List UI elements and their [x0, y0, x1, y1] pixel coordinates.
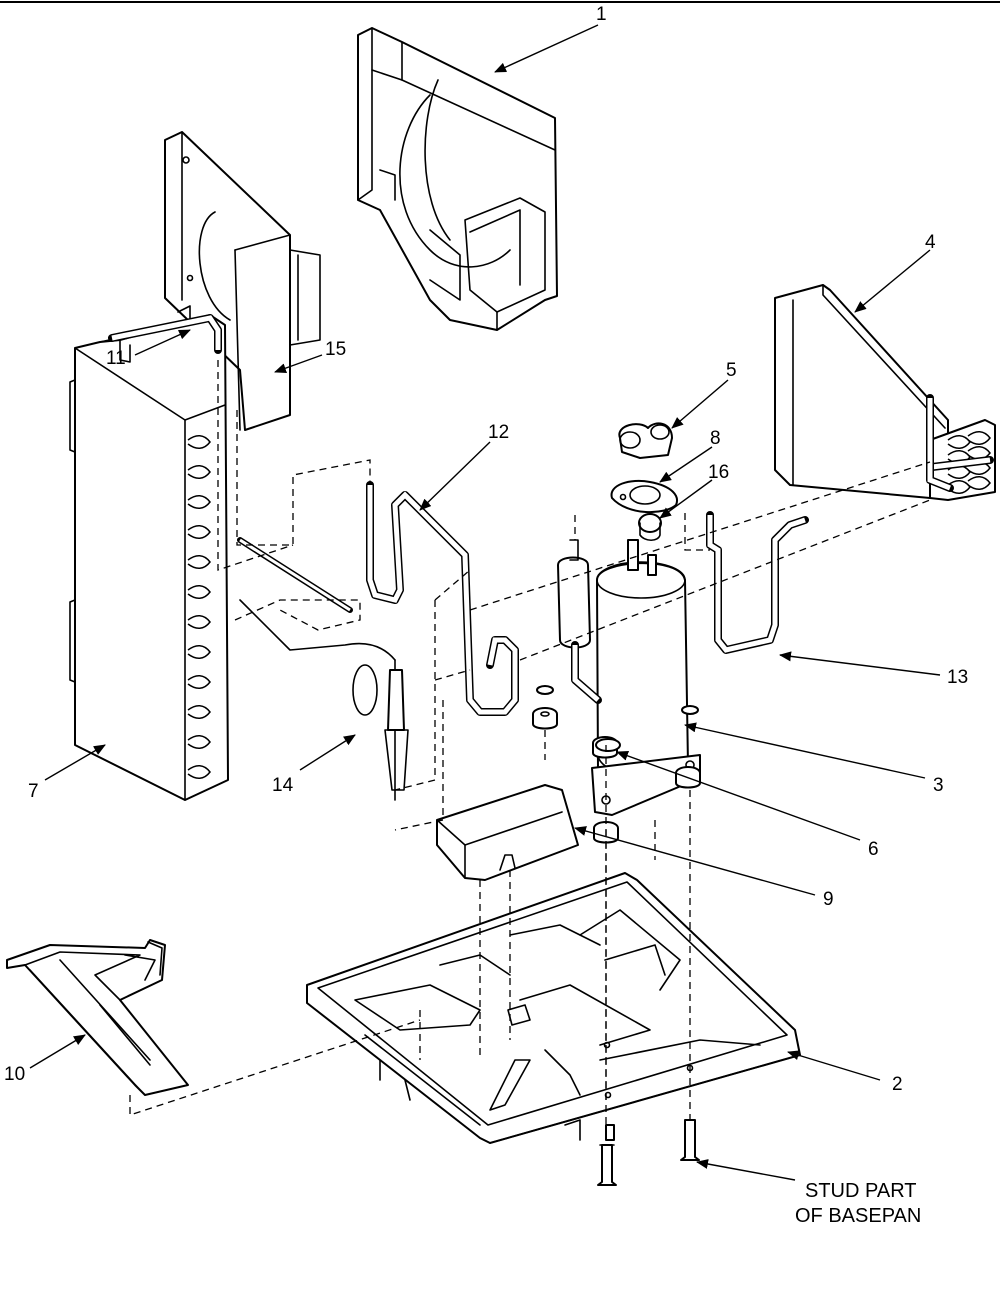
part-2-base-pan [306, 872, 801, 1144]
callout-8: 8 [710, 428, 721, 449]
part-10-drain-tray [6, 939, 189, 1096]
base-pan-studs [597, 1119, 700, 1186]
stud-note: STUD PART OF BASEPAN [795, 1180, 921, 1227]
callout-12: 12 [488, 422, 509, 443]
part-12-suction-tube [366, 481, 519, 716]
callout-10: 10 [4, 1064, 25, 1085]
part-4-condenser-coil [774, 284, 996, 501]
bolt-a [536, 685, 554, 695]
note-line-1: STUD PART [805, 1180, 917, 1202]
grommet-d [595, 738, 621, 752]
callout-labels: 1 4 5 8 16 12 15 11 13 3 6 9 14 7 10 2 [4, 4, 968, 1095]
stud-left [597, 1144, 617, 1186]
callout-3: 3 [933, 775, 944, 796]
callout-4: 4 [925, 232, 936, 253]
part-13-discharge-tube [706, 511, 809, 654]
part-16-protector [638, 513, 662, 542]
leader-lines [29, 24, 941, 1181]
callout-6: 6 [868, 839, 879, 860]
part-9-insulation-block [436, 784, 579, 881]
callout-16: 16 [708, 462, 729, 483]
callout-13: 13 [947, 667, 968, 688]
part-5-terminal-cover [618, 422, 673, 459]
grommet-c [675, 766, 701, 789]
part-14-capillary-bulb [239, 599, 409, 801]
stud-right [680, 1119, 700, 1161]
part-3-compressor [557, 539, 701, 816]
note-line-2: OF BASEPAN [795, 1205, 921, 1227]
callout-1: 1 [596, 4, 607, 25]
part-6-grommets [532, 685, 701, 844]
callout-15: 15 [325, 339, 346, 360]
callout-5: 5 [726, 360, 737, 381]
grommet-a [532, 707, 558, 730]
part-1-blower-housing [357, 27, 558, 331]
part-8-gasket [610, 479, 678, 514]
stud-center [605, 1124, 615, 1141]
part-7-evaporator-coil [69, 314, 229, 801]
bolt-b [681, 705, 699, 715]
callout-9: 9 [823, 889, 834, 910]
callout-14: 14 [272, 775, 294, 796]
callout-7: 7 [28, 781, 39, 802]
callout-2: 2 [892, 1074, 903, 1095]
callout-11: 11 [106, 348, 126, 369]
part-11-fan-shroud [164, 131, 321, 431]
assembly-dashed-lines [129, 360, 931, 1140]
part-15-sensor-rod [237, 537, 353, 613]
